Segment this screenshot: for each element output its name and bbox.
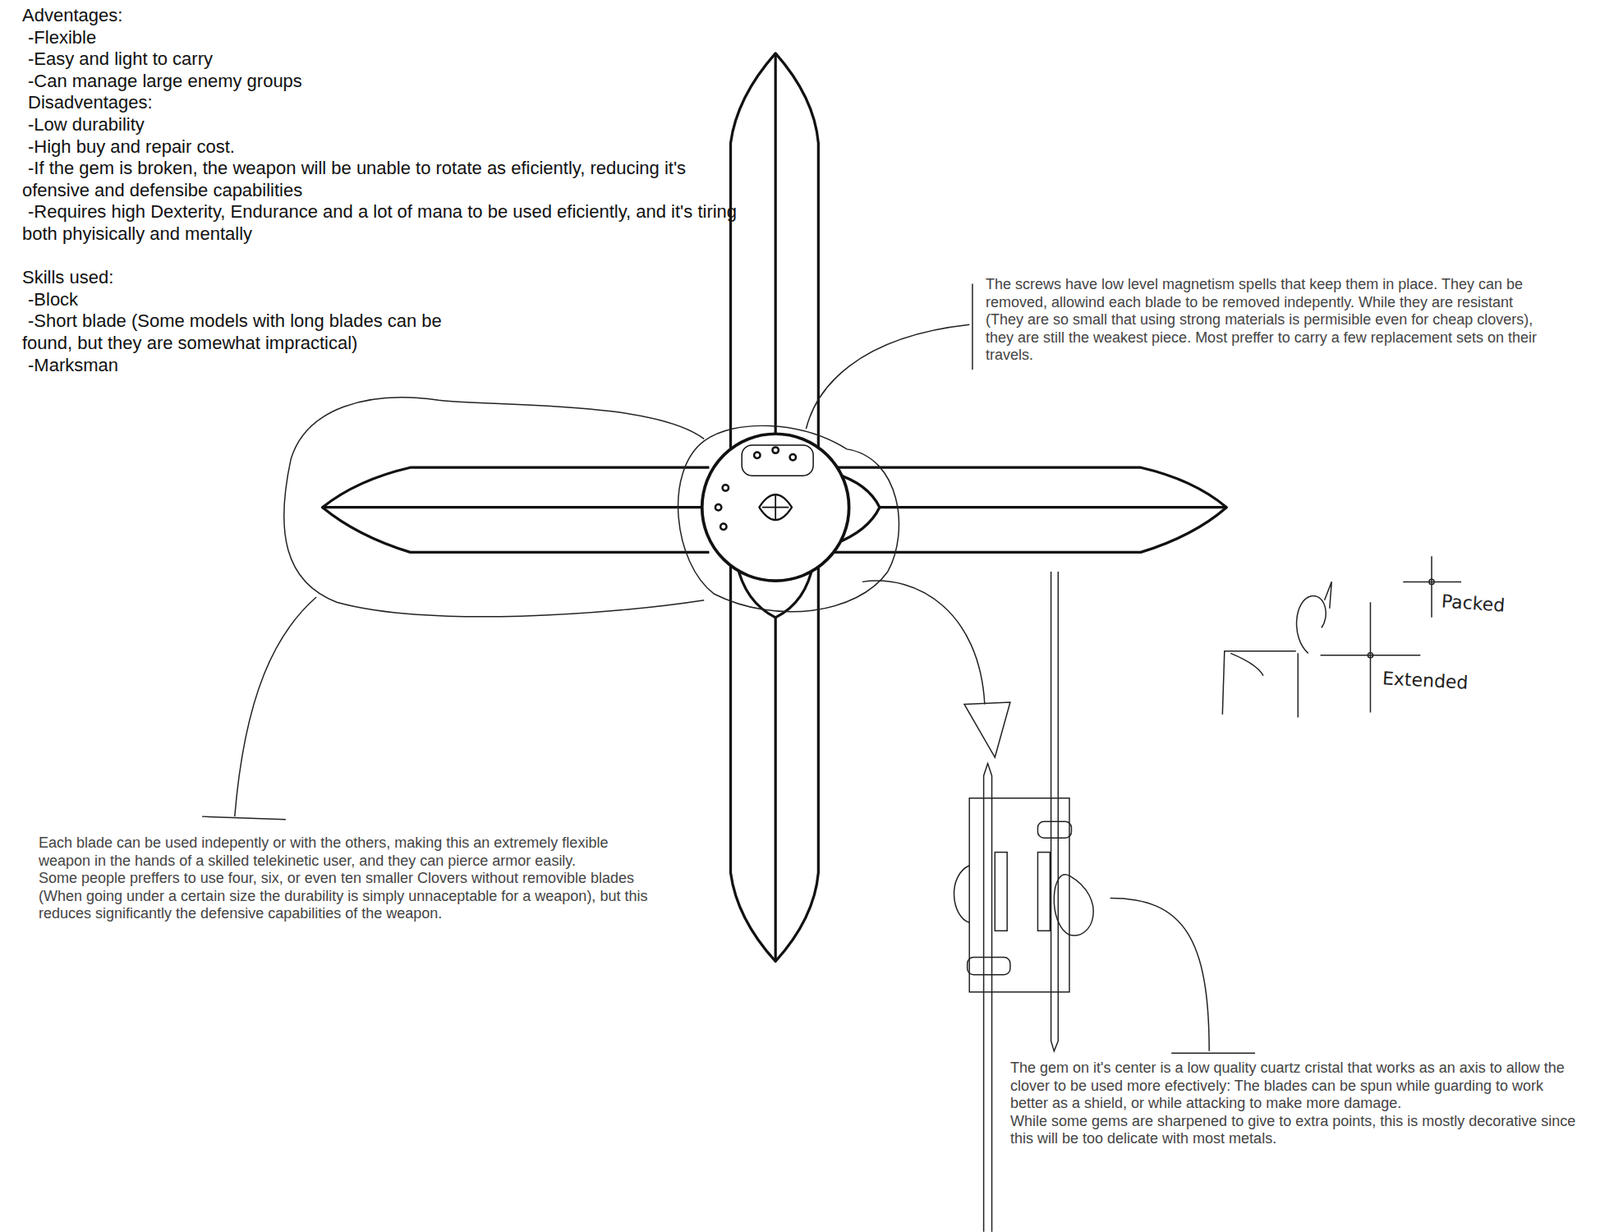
leader-arrowhead [964, 702, 1011, 758]
list-item: -Easy and light to carry [22, 48, 745, 71]
highlight-bubble [678, 425, 900, 612]
list-item: -Can manage large enemy groups [22, 70, 745, 93]
blade-top [731, 53, 819, 450]
section-heading: Disadventages: [22, 91, 745, 115]
list-item: -If the gem is broken, the weapon will b… [22, 157, 704, 202]
side-view-bulge [954, 865, 971, 924]
blade-ridge [322, 505, 707, 509]
leader-line [805, 324, 970, 429]
side-view-clip [967, 957, 1011, 975]
section-heading: Skills used: [22, 266, 745, 290]
side-view-slot [1037, 852, 1050, 932]
list-item: -Block [22, 289, 745, 312]
blade-ridge [774, 53, 778, 440]
side-view-clip [1037, 821, 1072, 838]
list-item: -Requires high Dexterity, Endurance and … [22, 201, 745, 245]
screw [722, 484, 729, 491]
screw [790, 454, 796, 460]
gem-cross [762, 494, 789, 521]
extended-symbol [1367, 652, 1373, 658]
bracket-line [971, 284, 973, 370]
side-view-blade [983, 763, 993, 1232]
callout-text: Each blade can be used indepently or wit… [38, 834, 663, 870]
blade-left [322, 467, 710, 552]
callout-note: The screws have low level magnetism spel… [985, 275, 1553, 365]
callout-text: While some gems are sharpened to give to… [1010, 1112, 1586, 1149]
leader-line [1110, 898, 1256, 1054]
list-item: -High buy and repair cost. [22, 136, 745, 159]
packed-symbol [1429, 579, 1435, 584]
list-item: -Low durability [22, 114, 745, 137]
section-heading: Adventages: [22, 4, 745, 28]
screw [772, 446, 778, 453]
hand-label: Packed [1440, 590, 1506, 617]
extended-symbol [1320, 602, 1421, 713]
leader-line [862, 580, 985, 704]
leader-line [202, 597, 317, 820]
list-item: -Marksman [22, 354, 745, 378]
hand-label: Extended [1381, 667, 1469, 694]
figure-sketch [1222, 581, 1332, 718]
list-item: -Flexible [22, 27, 745, 50]
callout-text: The gem on it's center is a low quality … [1010, 1059, 1586, 1113]
blade-ridge [879, 505, 1227, 509]
side-view-bulge [1053, 874, 1094, 936]
screw [720, 524, 727, 530]
screw [754, 452, 760, 459]
screw [715, 504, 722, 511]
highlight-bubble [284, 397, 705, 617]
hub [702, 433, 850, 581]
callout-text: Some people preffers to use four, six, o… [38, 869, 663, 924]
blade-ridge [774, 612, 778, 962]
blade-bottom [731, 566, 819, 962]
feature-list: Adventages:-Flexible-Easy and light to c… [22, 4, 745, 377]
side-view-slot [994, 852, 1007, 932]
screw-group [741, 445, 814, 476]
gem [758, 494, 792, 520]
list-item: -Short blade (Some models with long blad… [22, 310, 470, 355]
callout-note: Each blade can be used indepently or wit… [38, 834, 663, 924]
callout-text: The screws have low level magnetism spel… [985, 275, 1553, 365]
side-view-blade [1051, 571, 1059, 1052]
callout-note: The gem on it's center is a low quality … [1010, 1059, 1586, 1149]
blade-right [832, 467, 1228, 552]
